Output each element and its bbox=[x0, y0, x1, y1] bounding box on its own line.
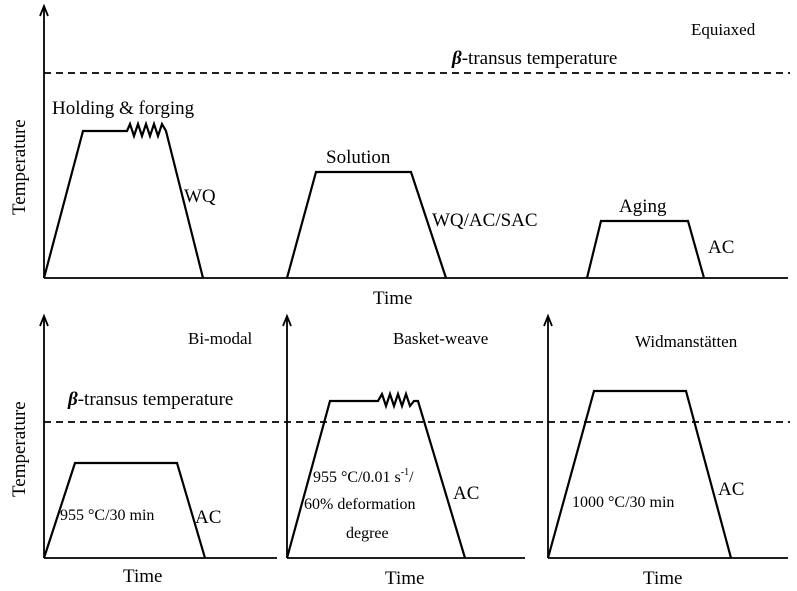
basket-condition-line1: 955 °C/0.01 s-1/ bbox=[313, 467, 414, 486]
widman-panel: Widmanstätten 1000 °C/30 min AC Time bbox=[543, 313, 788, 589]
wq-ac-sac-label: WQ/AC/SAC bbox=[432, 210, 538, 231]
basket-condition-sup: -1 bbox=[401, 467, 409, 478]
basket-panel: Basket-weave 955 °C/0.01 s-1/ 60% deform… bbox=[282, 313, 525, 589]
top-y-arrow bbox=[39, 3, 49, 17]
top-beta-transus-label: β-transus temperature bbox=[451, 48, 617, 69]
aging-curve bbox=[585, 219, 706, 279]
bimodal-curve bbox=[42, 461, 207, 559]
basket-condition-main: 955 °C/0.01 s bbox=[313, 469, 401, 486]
widman-y-arrow bbox=[543, 313, 553, 327]
bimodal-panel: Bi-modal 955 °C/30 min AC Time bbox=[39, 313, 277, 587]
widman-condition: 1000 °C/30 min bbox=[572, 494, 674, 511]
bottom-beta-transus-label: β-transus temperature bbox=[67, 389, 233, 410]
holding-forging-curve bbox=[42, 120, 205, 279]
bottom-y-label: Temperature bbox=[9, 401, 30, 497]
beta-label-text-bottom: -transus temperature bbox=[78, 389, 234, 410]
bimodal-condition: 955 °C/30 min bbox=[60, 507, 154, 524]
top-y-label: Temperature bbox=[9, 119, 30, 215]
bimodal-y-arrow bbox=[39, 313, 49, 327]
widman-title: Widmanstätten bbox=[635, 332, 738, 351]
bimodal-cooling: AC bbox=[195, 507, 221, 528]
widman-x-label: Time bbox=[643, 568, 682, 589]
top-title: Equiaxed bbox=[691, 20, 756, 39]
beta-symbol: β bbox=[451, 48, 462, 69]
basket-condition-slash: / bbox=[409, 469, 414, 486]
aging-label: Aging bbox=[619, 196, 667, 217]
bimodal-title: Bi-modal bbox=[188, 329, 252, 348]
solution-curve bbox=[285, 170, 448, 279]
basket-y-arrow bbox=[282, 313, 292, 327]
wq-label: WQ bbox=[184, 186, 216, 207]
widman-cooling: AC bbox=[718, 479, 744, 500]
basket-condition-line2: 60% deformation bbox=[304, 496, 416, 513]
ac-label: AC bbox=[708, 237, 734, 258]
basket-curve bbox=[285, 390, 467, 559]
basket-cooling: AC bbox=[453, 483, 479, 504]
bottom-panels: Temperature β-transus temperature Bi-mod… bbox=[9, 313, 790, 589]
bimodal-x-label: Time bbox=[123, 566, 162, 587]
top-panel: Equiaxed β-transus temperature Holding &… bbox=[9, 3, 790, 309]
holding-forging-label: Holding & forging bbox=[52, 98, 195, 119]
basket-title: Basket-weave bbox=[393, 329, 488, 348]
widman-curve bbox=[546, 389, 733, 559]
beta-label-text: -transus temperature bbox=[462, 48, 618, 69]
beta-symbol-bottom: β bbox=[67, 389, 78, 410]
basket-condition-line3: degree bbox=[346, 525, 389, 542]
solution-label: Solution bbox=[326, 147, 391, 168]
top-x-label: Time bbox=[373, 288, 412, 309]
basket-x-label: Time bbox=[385, 568, 424, 589]
